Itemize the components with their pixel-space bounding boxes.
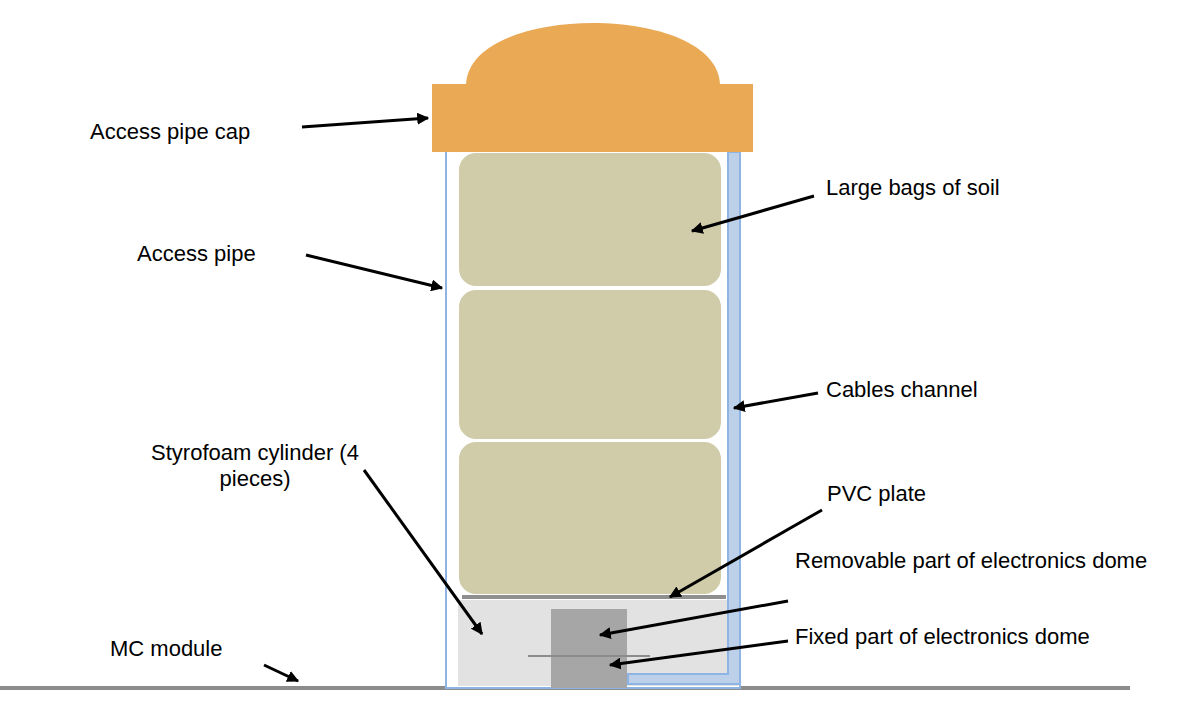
part-label: Access pipe	[137, 241, 256, 267]
part-label: Removable part of electronics dome	[795, 548, 1175, 574]
part-label: Large bags of soil	[826, 175, 1000, 201]
fixed-dome	[551, 657, 627, 688]
part-label: PVC plate	[827, 481, 926, 507]
soil-bag	[458, 289, 722, 440]
leader-line	[692, 196, 814, 231]
part-label: Access pipe cap	[90, 119, 250, 145]
leader-line	[364, 470, 482, 634]
leader-line	[734, 393, 818, 408]
part-label: MC module	[110, 636, 222, 662]
part-label: Fixed part of electronics dome	[795, 624, 1090, 650]
cap-dome	[466, 23, 720, 86]
access-pipe-cap	[432, 84, 753, 152]
part-label: Cables channel	[826, 377, 978, 403]
pvc-plate	[462, 595, 726, 599]
dome-flange	[528, 655, 650, 657]
part-label: Styrofoam cylinder (4 pieces)	[150, 440, 360, 492]
leader-line	[600, 601, 788, 635]
soil-bag	[458, 441, 722, 595]
soil-bag	[458, 152, 722, 287]
leader-line	[306, 255, 442, 288]
leader-line	[610, 641, 788, 665]
leader-lines	[264, 118, 822, 681]
leader-line	[302, 118, 428, 127]
leader-line	[264, 665, 298, 681]
